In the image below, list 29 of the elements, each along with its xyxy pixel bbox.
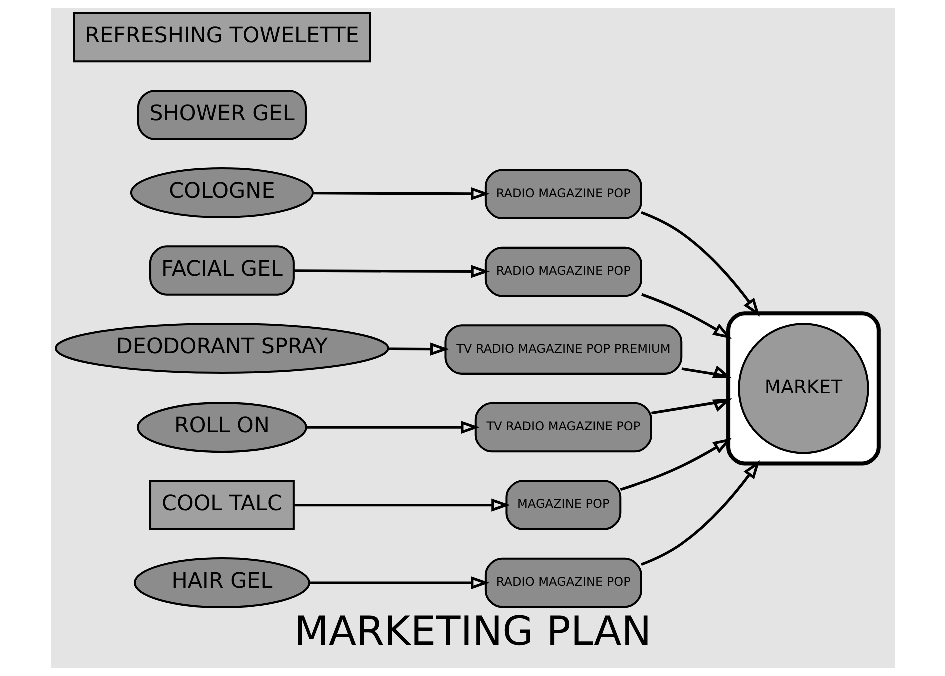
node-ellipse: DEODORANT SPRAY (54, 322, 389, 374)
node-box: TV RADIO MAGAZINE POP PREMIUM (444, 324, 682, 375)
arrow (388, 342, 449, 356)
node-ellipse: ROLL ON (136, 402, 307, 454)
node-box: RADIO MAGAZINE POP (484, 246, 642, 298)
node-box: COOL TALC (149, 480, 294, 530)
arrow (312, 187, 490, 201)
arrow (640, 211, 760, 317)
node-box: RADIO MAGAZINE POP (484, 169, 642, 220)
diagram-title: MARKETING PLAN (294, 609, 652, 656)
arrow (681, 366, 732, 378)
node-box: SHOWER GEL (136, 90, 306, 140)
node-box: RADIO MAGAZINE POP (484, 558, 642, 608)
node-ellipse: COLOGNE (130, 168, 314, 218)
cluster (726, 312, 880, 466)
arrow (620, 438, 732, 492)
node-circle: MARKET (738, 323, 869, 454)
arrow (641, 293, 732, 340)
arrow (306, 420, 480, 434)
node-box: TV RADIO MAGAZINE POP (474, 402, 652, 453)
node-box: FACIAL GEL (149, 246, 294, 296)
arrow (651, 398, 732, 415)
arrow (294, 498, 510, 512)
node-box: REFRESHING TOWELETTE (72, 12, 371, 63)
arrow (309, 576, 490, 590)
arrow (640, 460, 760, 566)
node-ellipse: HAIR GEL (133, 558, 310, 609)
node-box: MAGAZINE POP (505, 480, 622, 530)
arrow (294, 265, 490, 278)
